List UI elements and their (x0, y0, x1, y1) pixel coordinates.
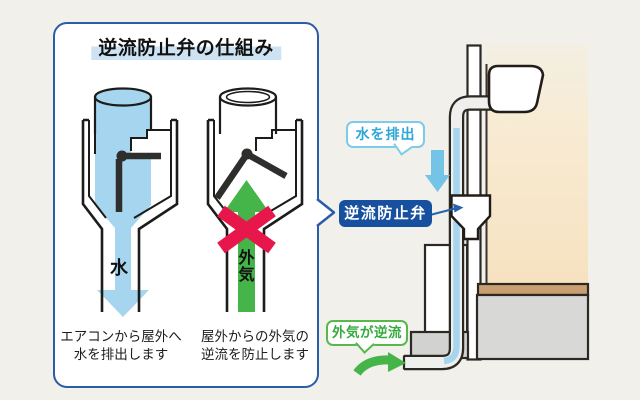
check-valve-on-hose (450, 194, 492, 241)
indoor-ac-unit (487, 64, 545, 114)
house-wall (466, 44, 590, 361)
water-flow-label: 水 (110, 258, 128, 278)
drain-hose (402, 95, 492, 371)
caption-line: エアコンから屋外へ (60, 329, 182, 344)
flap-valve-closed (214, 148, 288, 200)
water-in-hose (443, 128, 460, 365)
valve-open-diagram (81, 87, 179, 317)
valve-body (206, 87, 304, 312)
bubble-text: 水を排出 (355, 126, 416, 142)
foundation-block (475, 293, 590, 361)
bubble-text: 外気が逆流 (332, 325, 402, 340)
water-down-arrow (425, 150, 450, 192)
valve-body (81, 87, 179, 317)
outside-air-flow-label: 外気 (238, 250, 255, 284)
water-discharge-bubble: 水を排出 (346, 121, 425, 156)
blocked-x-icon (217, 205, 276, 254)
caption-backflow-prevention: 屋外からの外気の 逆流を防止します (189, 328, 321, 363)
explanation-panel: 逆流防止弁の仕組み (53, 22, 319, 388)
caption-line: 水を排出します (73, 346, 169, 362)
valve-pointer-line (429, 203, 464, 216)
air-flow-arrow (224, 180, 269, 312)
backflow-curved-arrow (353, 352, 406, 376)
caption-line: 屋外からの外気の (201, 329, 309, 344)
panel-title: 逆流防止弁の仕組み (91, 33, 281, 60)
valve-closed-diagram (206, 87, 304, 312)
house-scene (316, 44, 590, 376)
panel-pointer-chevron (316, 198, 336, 227)
caption-water-discharge: エアコンから屋外へ 水を排出します (57, 328, 185, 363)
wall-sill (476, 282, 590, 297)
flap-valve-open (115, 150, 161, 212)
check-valve-badge: 逆流防止弁 (339, 200, 432, 227)
air-backflow-bubble: 外気が逆流 (326, 320, 408, 354)
caption-line: 逆流を防止します (201, 346, 309, 362)
